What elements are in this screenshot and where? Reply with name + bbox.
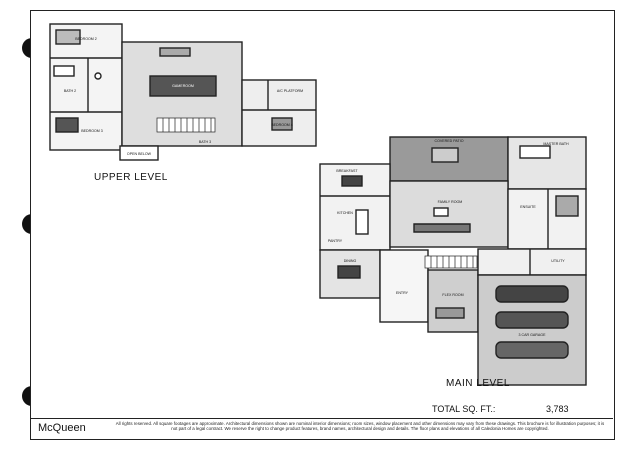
label-gameroom: GAMEROOM [172, 84, 194, 88]
label-flex-room: FLEX ROOM [442, 293, 463, 297]
main-room-labels: COVERED PATIO BREAKFAST KITCHEN PANTRY F… [328, 139, 569, 337]
utility-area [477, 248, 587, 276]
sofa-icon [159, 47, 191, 57]
upper-room-labels: BEDROOM 2 BATH 2 BEDROOM 3 GAMEROOM OPEN… [64, 37, 303, 156]
main-stairs [424, 255, 478, 269]
label-open-below: OPEN BELOW [127, 152, 152, 156]
bed-icon [55, 117, 79, 133]
pool-table-icon [149, 75, 217, 97]
car-icon [495, 285, 569, 303]
legal-disclaimer: All rights reserved. All square footages… [115, 421, 605, 432]
label-ac-platform: A/C PLATFORM [277, 89, 303, 93]
label-bedroom3: BEDROOM 3 [81, 129, 103, 133]
label-utility: UTILITY [551, 259, 565, 263]
label-family-room: FAMILY ROOM [438, 200, 463, 204]
upper-level-plan [49, 23, 317, 161]
label-bath2: BATH 2 [64, 89, 76, 93]
upper-level-title: UPPER LEVEL [94, 172, 168, 183]
bed-icon [555, 195, 579, 217]
label-entry: ENTRY [396, 291, 409, 295]
open-below-box [119, 145, 159, 161]
label-bedroom2: BEDROOM 2 [75, 37, 97, 41]
total-sqft-value: 3,783 [546, 404, 569, 414]
bathtub-icon [53, 65, 75, 77]
car-icon [495, 341, 569, 359]
label-breakfast: BREAKFAST [336, 169, 358, 173]
label-covered-patio: COVERED PATIO [434, 139, 463, 143]
upper-right-wing [241, 79, 317, 147]
desk-icon [435, 307, 465, 319]
label-bedroom4: BEDROOM 4 [271, 123, 293, 127]
flex-room-area [427, 269, 479, 333]
label-ensuite: ENSUITE [520, 205, 536, 209]
entry-area [379, 249, 429, 323]
main-level-title: MAIN LEVEL [446, 378, 510, 389]
breakfast-table-icon [341, 175, 363, 187]
label-bath3: BATH 3 [199, 140, 211, 144]
label-garage: 3 CAR GARAGE [519, 333, 547, 337]
dining-table-icon [337, 265, 361, 279]
upper-stairs [156, 117, 216, 133]
toilet-icon [94, 72, 102, 80]
label-master-bath: MASTER BATH [543, 142, 569, 146]
bathtub-icon [519, 145, 551, 159]
bed-icon [271, 117, 293, 131]
main-level-plan [319, 136, 587, 386]
label-dining: DINING [344, 259, 357, 263]
bed-icon [55, 29, 81, 45]
family-room-area [389, 180, 509, 248]
kitchen-island-icon [355, 209, 369, 235]
sectional-sofa-icon [413, 223, 471, 233]
footer-bar: McQueen All rights reserved. All square … [30, 418, 613, 439]
patio-table-icon [431, 147, 459, 163]
plan-name: McQueen [38, 422, 86, 434]
coffee-table-icon [433, 207, 449, 217]
car-icon [495, 311, 569, 329]
total-sqft-label: TOTAL SQ. FT.: [432, 404, 496, 414]
label-pantry: PANTRY [328, 239, 343, 243]
label-kitchen: KITCHEN [337, 211, 353, 215]
